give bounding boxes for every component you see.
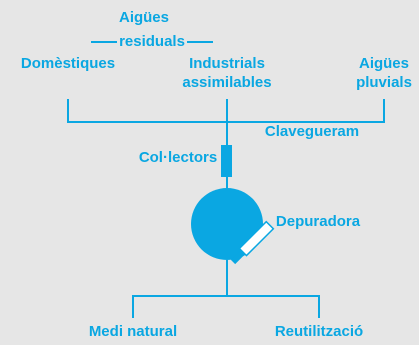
aigues-residuals-title-line1: Aigües [119, 9, 169, 26]
depuradora-label: Depuradora [276, 213, 361, 230]
domestiques-label: Domèstiques [21, 55, 115, 72]
collector-pipe [221, 145, 232, 177]
pluvials-label-line1: Aigües [359, 55, 409, 72]
outflow-bracket [132, 295, 320, 318]
pluvials-label-line2: pluvials [356, 74, 412, 91]
clavegueram-label: Clavegueram [265, 123, 359, 140]
aigues-residuals-title-line2: residuals [119, 33, 185, 50]
reutilitzacio-label: Reutilització [275, 323, 363, 340]
industrials-label-line1: Industrials [189, 55, 265, 72]
depuradora-handle [230, 220, 275, 265]
medi-natural-label: Medi natural [89, 323, 177, 340]
collectors-label: Col·lectors [139, 149, 217, 166]
industrials-label-line2: assimilables [182, 74, 271, 91]
